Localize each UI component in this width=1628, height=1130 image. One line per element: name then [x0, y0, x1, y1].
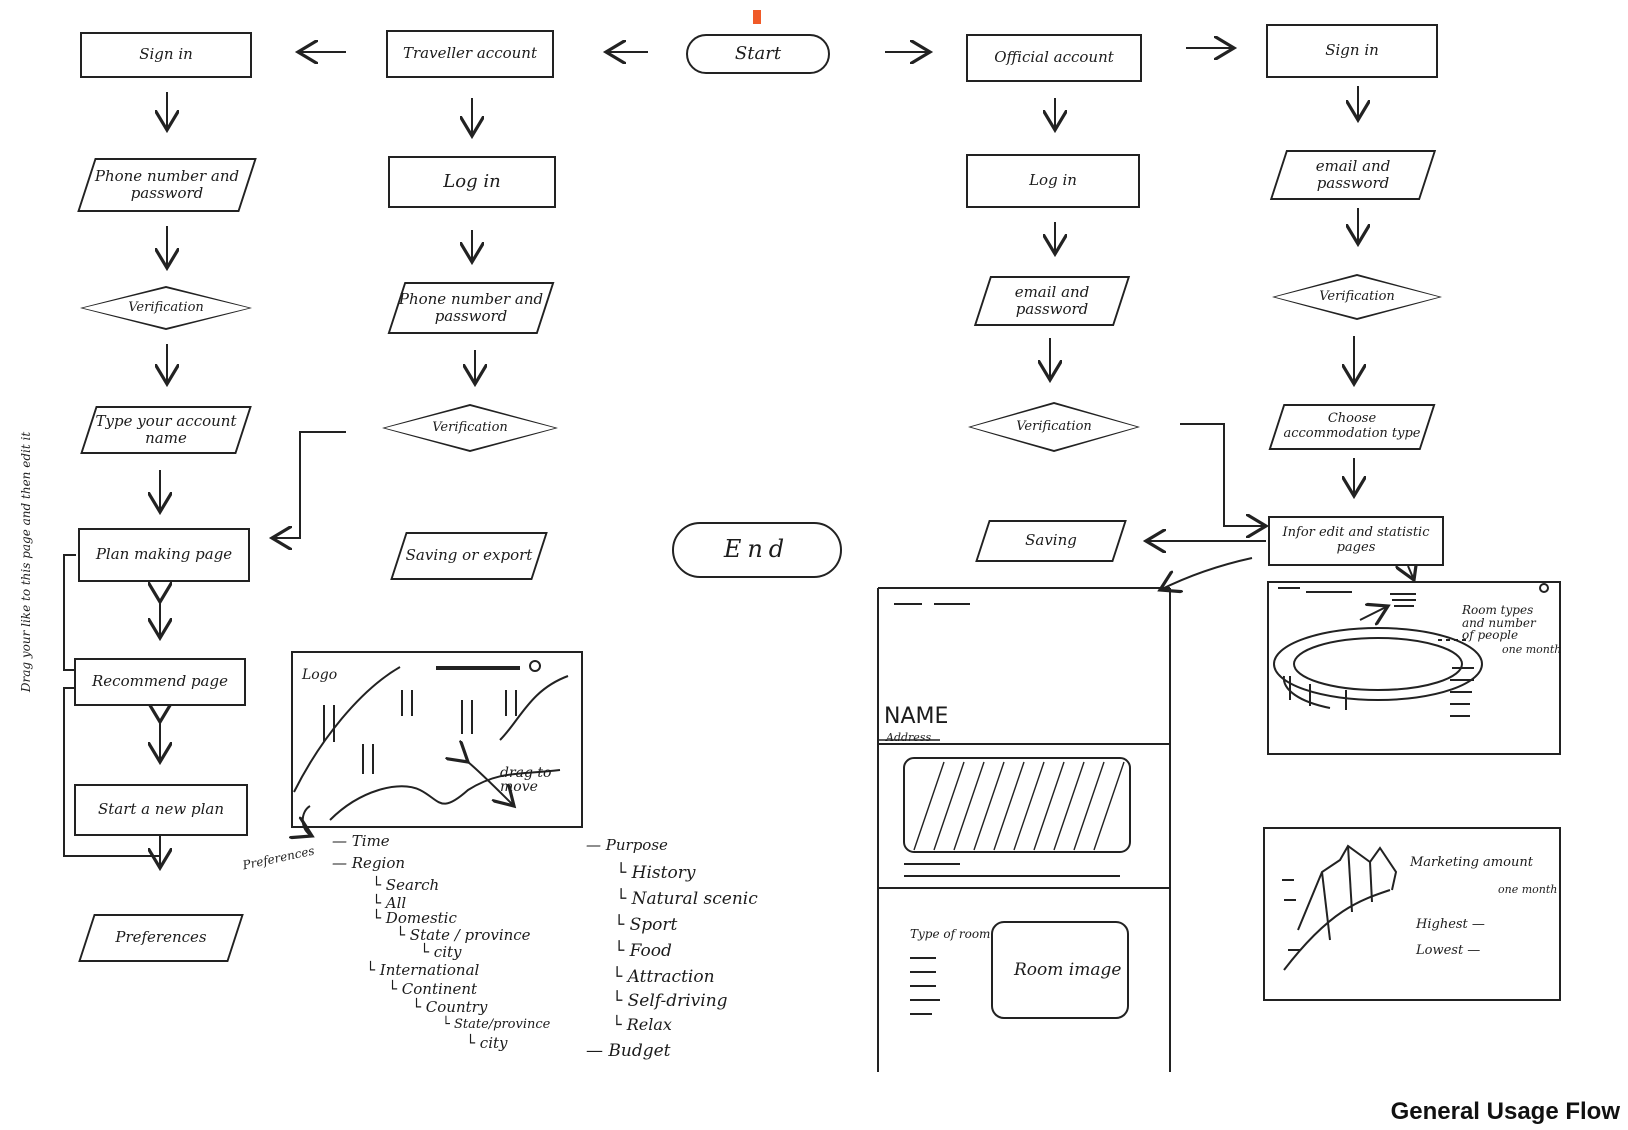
official-account-box: Official account — [966, 34, 1142, 82]
pref-item: — Purpose — [586, 836, 668, 854]
preferences-output: Preferences — [86, 914, 236, 962]
one-month-label-1: one month — [1502, 643, 1562, 656]
pref-item: └ History — [616, 863, 696, 883]
traveller-log-in-box: Log in — [388, 156, 556, 208]
start-marker — [753, 10, 761, 24]
official-log-in-box: Log in — [966, 154, 1140, 208]
footer-title: General Usage Flow — [1390, 1098, 1620, 1125]
traveller-account-box: Traveller account — [386, 30, 554, 78]
pref-item: └ Country — [412, 998, 488, 1016]
official-sign-in-box: Sign in — [1266, 24, 1438, 78]
pref-item: └ Sport — [614, 915, 678, 935]
pref-item: — Budget — [586, 1041, 671, 1061]
traveller-log-in-verification: Verification — [382, 404, 558, 452]
pref-item: └ International — [366, 961, 480, 979]
marketing-amount-label: Marketing amount — [1410, 855, 1533, 870]
room-types-label: Room types and number of people — [1462, 603, 1536, 643]
stats-sketch — [1263, 581, 1561, 1001]
lowest-label: Lowest — — [1416, 943, 1481, 958]
pref-item: └ city — [420, 943, 462, 961]
type-account-name-input: Type your account name — [88, 406, 244, 454]
pref-item: └ Self-driving — [612, 991, 728, 1011]
info-edit-statistic-box: Infor edit and statistic pages — [1268, 516, 1444, 566]
pref-item: └ State / province — [396, 926, 531, 944]
plan-making-page-box: Plan making page — [78, 528, 250, 582]
traveller-sign-in-phone-input: Phone number and password — [86, 158, 248, 212]
map-drag-note: drag to move — [500, 765, 552, 795]
official-sign-in-email-input: email and password — [1278, 150, 1428, 200]
traveller-sign-in-box: Sign in — [80, 32, 252, 78]
pref-item: └ Search — [372, 876, 440, 894]
recommend-page-box: Recommend page — [74, 658, 246, 706]
type-of-room-label: Type of room — [910, 927, 991, 941]
pref-item: └ All — [372, 894, 407, 912]
pref-item: └ Relax — [612, 1015, 672, 1034]
drag-side-note: Drag your like to this page and then edi… — [19, 431, 34, 693]
official-sign-in-verification: Verification — [1272, 274, 1442, 320]
pref-item: └ Natural scenic — [616, 889, 758, 909]
one-month-label-2: one month — [1498, 883, 1558, 896]
pref-item: └ city — [466, 1034, 508, 1052]
start-node: Start — [686, 34, 830, 74]
preference-tree-left: — Time — Region └ Search └ All └ Domesti… — [332, 830, 550, 1052]
official-saving-output: Saving — [982, 520, 1120, 562]
room-image-label: Room image — [1014, 960, 1122, 980]
saving-or-export-output: Saving or export — [398, 532, 540, 580]
pref-item: └ Attraction — [612, 967, 715, 987]
pref-item: └ Domestic — [372, 909, 457, 927]
hotel-address-label: Address — [886, 731, 932, 744]
traveller-sign-in-verification: Verification — [80, 286, 252, 330]
map-logo-label: Logo — [302, 667, 338, 683]
preference-tree-right: — Purpose └ History └ Natural scenic └ S… — [586, 832, 758, 1064]
choose-accommodation-type-input: Choose accommodation type — [1276, 404, 1428, 450]
pref-item: — Time — [332, 832, 390, 850]
pref-item: └ Food — [614, 941, 672, 961]
official-log-in-email-input: email and password — [982, 276, 1122, 326]
hotel-sketch — [877, 587, 1171, 1072]
pref-item: — Region — [332, 854, 406, 872]
end-node: End — [672, 522, 842, 578]
pref-item: └ Continent — [388, 980, 478, 998]
pref-item: └ State/province — [442, 1017, 551, 1032]
map-sketch — [292, 651, 583, 836]
highest-label: Highest — — [1416, 917, 1485, 932]
traveller-log-in-phone-input: Phone number and password — [396, 282, 546, 334]
hotel-name-label: NAME — [884, 704, 949, 729]
start-new-plan-box: Start a new plan — [74, 784, 248, 836]
official-log-in-verification: Verification — [968, 402, 1140, 452]
